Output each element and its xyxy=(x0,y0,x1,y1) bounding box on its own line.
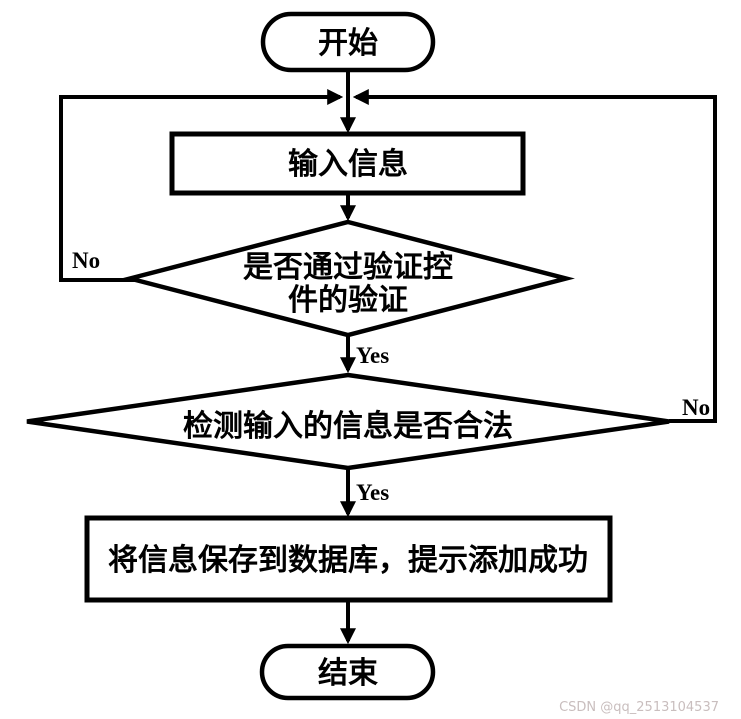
edge-validation-no-loop xyxy=(59,89,344,282)
start-node xyxy=(260,11,436,73)
save-info-node xyxy=(84,515,613,603)
validation-yes-label: Yes xyxy=(356,343,389,368)
start-node-label: 开始 xyxy=(318,26,378,61)
input-info-node-label: 输入信息 xyxy=(288,147,408,182)
validation-no-label: No xyxy=(72,248,100,273)
legality-check-label: 检测输入的信息是否合法 xyxy=(183,409,513,444)
end-node-label: 结束 xyxy=(318,656,378,691)
watermark-text: CSDN @qq_2513104537 xyxy=(559,700,719,715)
legality-check-node xyxy=(26,372,670,471)
edge-legality-no-loop xyxy=(352,89,717,423)
save-info-node-label: 将信息保存到数据库，提示添加成功 xyxy=(108,543,588,578)
validation-check-label-line1: 是否通过验证控 xyxy=(243,250,453,285)
legality-yes-label: Yes xyxy=(356,480,389,505)
legality-no-label: No xyxy=(682,395,710,420)
validation-check-label-line2: 件的验证 xyxy=(288,283,408,318)
input-info-node xyxy=(169,131,526,196)
validation-check-node xyxy=(121,219,575,338)
end-node xyxy=(259,643,436,701)
